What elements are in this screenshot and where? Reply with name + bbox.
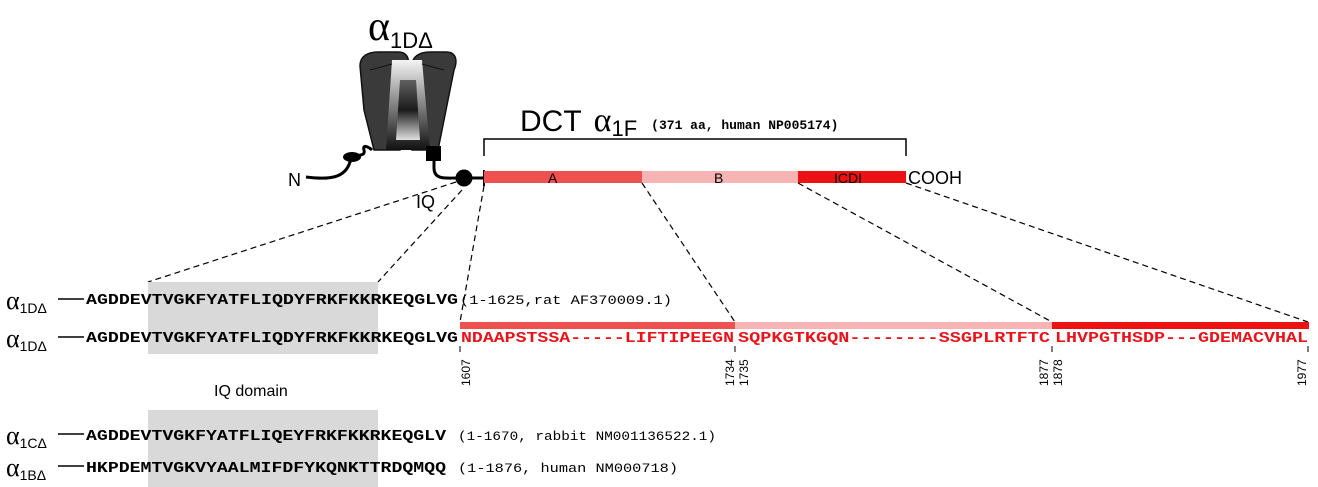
row-4-sequence: HKPDEMTVGKVYAALMIFDFYKQNKTTRDQMQQ [86, 460, 446, 477]
fused-bars [460, 322, 1309, 329]
row-1-symbol: α [6, 286, 20, 315]
svg-text:α1BΔ: α1BΔ [6, 453, 46, 483]
segment-icdi-label: ICDI [834, 170, 862, 186]
channel-title: α1DΔ [368, 4, 433, 53]
svg-text:α1DΔ: α1DΔ [6, 324, 47, 354]
channel-title-sub: 1DΔ [390, 28, 433, 53]
row-1-sub: 1DΔ [20, 300, 47, 316]
c-terminal-linker [426, 146, 484, 187]
segment-a-bar [484, 171, 642, 183]
dct-sub: 1F [611, 116, 637, 141]
iq-domain-label: IQ domain [214, 383, 288, 400]
row-2-sequence: AGDDEVTVGKFYATFLIQDYFRKFKKRKEQGLVG [86, 330, 458, 347]
dct-symbol: α [594, 102, 612, 139]
pos-1877: 1877 [1037, 359, 1051, 386]
row-3-sub: 1CΔ [20, 435, 47, 451]
row-3-note: (1-1670, rabbit NM001136522.1) [458, 429, 716, 444]
fused-bar-a [460, 322, 735, 329]
svg-text:α1DΔ: α1DΔ [6, 286, 47, 316]
dct-label: DCT [520, 105, 582, 138]
cooh-label: COOH [908, 168, 962, 188]
n-terminal-tail [306, 146, 372, 178]
row-2-sub: 1DΔ [20, 338, 47, 354]
channel-title-symbol: α [368, 4, 390, 50]
row-1-sequence: AGDDEVTVGKFYATFLIQDYFRKFKKRKEQGLVG [86, 292, 458, 309]
row-3-symbol: α [6, 421, 20, 450]
row-3-sequence: AGDDEVTVGKFYATFLIQEYFRKFKKRKEQGLV [86, 428, 446, 445]
pos-1607: 1607 [459, 359, 473, 386]
pos-1734: 1734 [723, 359, 737, 386]
svg-text:α1CΔ: α1CΔ [6, 421, 47, 451]
segment-a-label: A [548, 170, 558, 186]
pos-1977: 1977 [1295, 359, 1309, 386]
row-4-note: (1-1876, human NM000718) [458, 461, 678, 476]
row-4-symbol: α [6, 453, 20, 482]
row-1-note: (1-1625,rat AF370009.1) [460, 293, 672, 308]
dct-bracket [484, 139, 906, 156]
fused-bar-b [735, 322, 1052, 329]
iq-label: IQ [416, 192, 435, 212]
fused-seq-icdi: LHVPGTHSDP---GDEMACVHAL [1055, 330, 1308, 347]
row-2-symbol: α [6, 324, 20, 353]
n-terminus-label: N [288, 170, 301, 190]
fused-seq-b: SQPKGTKGQN--------SSGPLRTFTC [738, 330, 1050, 347]
dct-note: (371 aa, human NP005174) [651, 118, 838, 133]
fused-bar-icdi [1052, 322, 1309, 329]
iq-dot-icon [456, 170, 473, 187]
row-4-sub: 1BΔ [20, 467, 46, 483]
pos-1735: 1735 [737, 359, 751, 386]
channel-icon [360, 52, 456, 150]
segment-b-label: B [714, 170, 723, 186]
pos-1878: 1878 [1051, 359, 1065, 386]
dct-title: DCT α1F (371 aa, human NP005174) [520, 102, 838, 141]
fused-seq-a: NDAAPSTSSA-----LIFTIPEEGN [461, 330, 734, 347]
